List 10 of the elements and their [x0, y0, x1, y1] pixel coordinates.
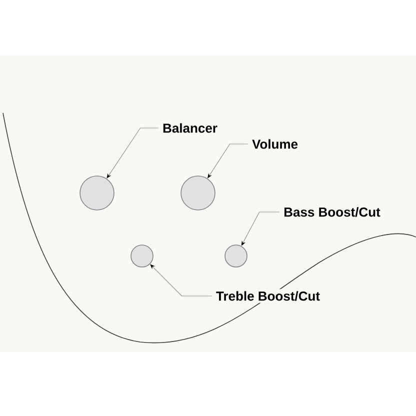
knob [80, 176, 114, 210]
leader-line [241, 212, 280, 246]
knob [224, 244, 248, 268]
control-label: Balancer [160, 121, 220, 135]
control-label: Treble Boost/Cut [214, 289, 322, 303]
knob [180, 176, 216, 210]
control-label: Volume [250, 137, 300, 151]
control-label: Bass Boost/Cut [282, 205, 382, 219]
leader-line [150, 264, 212, 296]
knob [130, 244, 154, 268]
